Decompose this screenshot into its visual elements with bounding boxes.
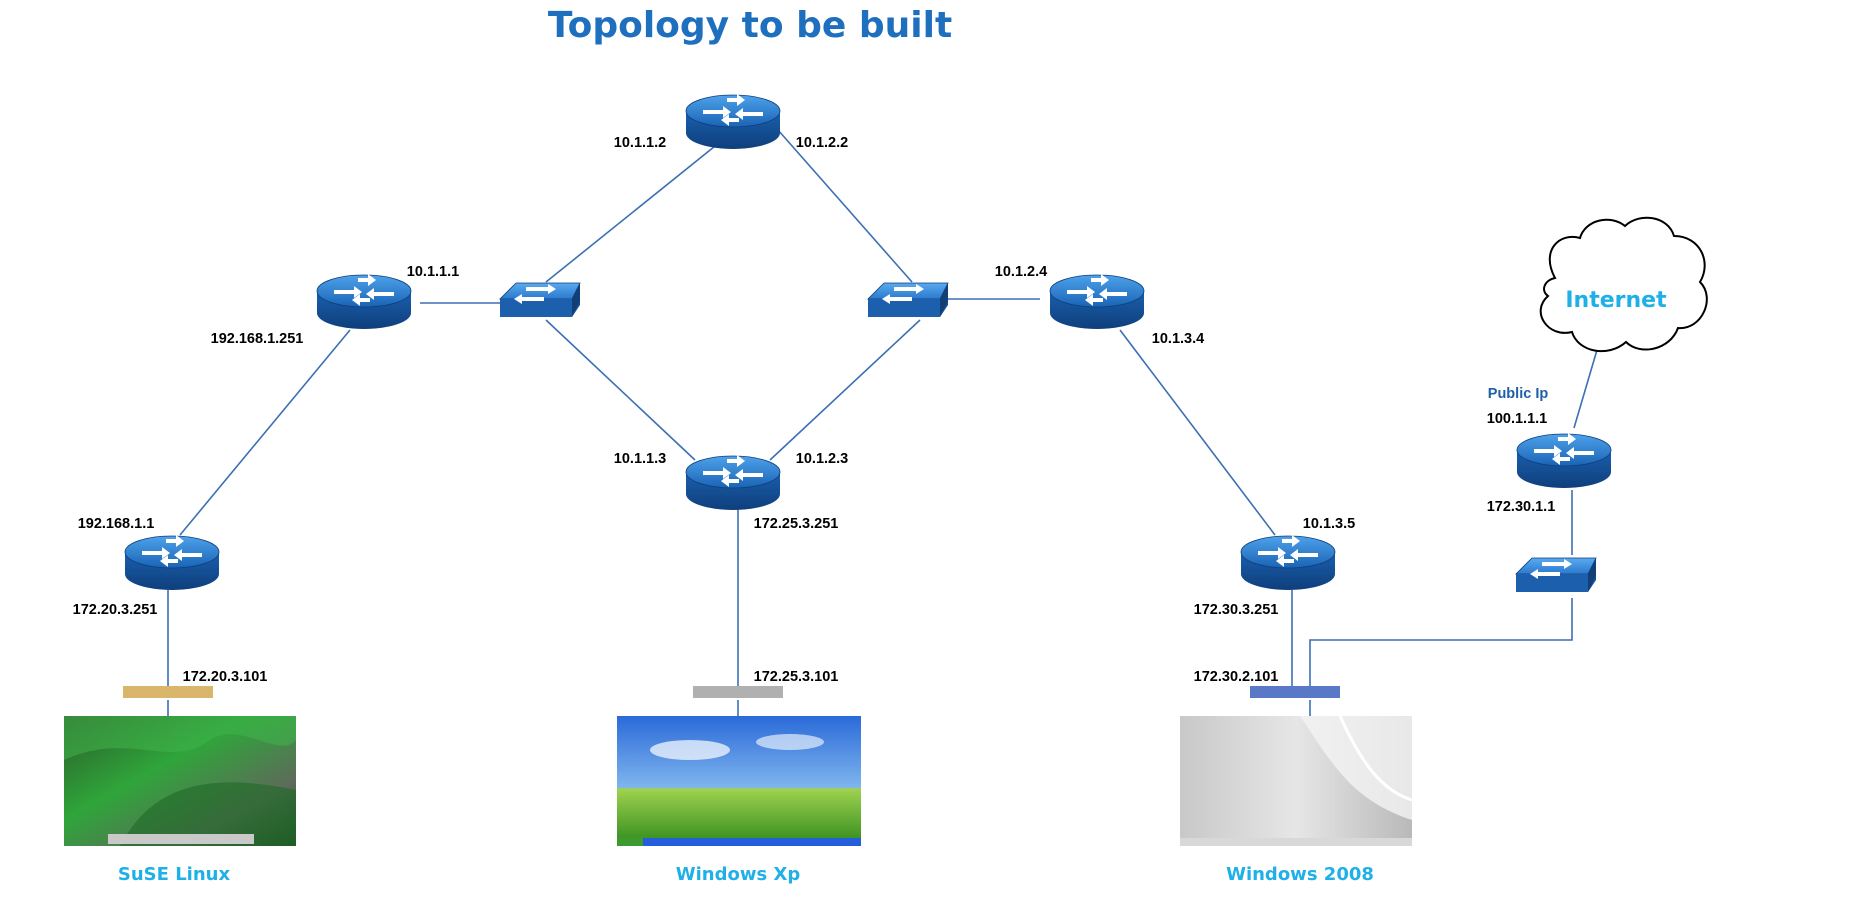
router-icon[interactable] — [685, 454, 781, 511]
ip-label: 172.20.3.101 — [183, 669, 268, 685]
link-top-router-left-switch — [545, 129, 736, 283]
link-left-switch-mid-router — [545, 319, 696, 461]
link-switch-win2008 — [1309, 598, 1573, 688]
router-icon[interactable] — [1516, 432, 1612, 489]
ip-label: 172.30.3.251 — [1194, 602, 1279, 618]
nic-card-icon — [693, 686, 783, 698]
nic-card-icon — [123, 686, 213, 698]
host-caption-suse: SuSE Linux — [118, 864, 231, 885]
ip-label: 192.168.1.1 — [78, 516, 155, 532]
cloud-label: Internet — [1565, 288, 1667, 313]
link-right-switch-mid-router — [769, 319, 921, 461]
desktop-screenshot-icon[interactable] — [1180, 715, 1413, 846]
public-ip-label: Public Ip — [1488, 386, 1549, 402]
router-icon[interactable] — [685, 93, 781, 150]
link-top-router-right-switch — [777, 129, 913, 283]
nic-card-icon — [1250, 686, 1340, 698]
desktop-screenshot-icon[interactable] — [64, 716, 296, 846]
switch-icon[interactable] — [867, 282, 949, 318]
router-icon[interactable] — [316, 273, 412, 330]
switch-icon[interactable] — [499, 282, 581, 318]
ip-label: 10.1.1.2 — [614, 135, 666, 151]
ip-label: 10.1.2.2 — [796, 135, 848, 151]
ip-label: 172.25.3.251 — [754, 516, 839, 532]
desktop-screenshot-icon[interactable] — [617, 716, 861, 846]
ip-label: 10.1.3.5 — [1303, 516, 1355, 532]
router-icon[interactable] — [1240, 534, 1336, 591]
ip-label: 172.20.3.251 — [73, 602, 158, 618]
ip-labels: 10.1.1.2 10.1.2.2 10.1.1.1 192.168.1.251… — [73, 135, 1556, 685]
ip-label: 10.1.2.4 — [995, 264, 1047, 280]
switch-icon[interactable] — [1515, 557, 1597, 593]
ip-label: 172.25.3.101 — [754, 669, 839, 685]
ip-label: 100.1.1.1 — [1487, 411, 1547, 427]
network-links — [167, 129, 1598, 716]
ip-label: 192.168.1.251 — [211, 331, 304, 347]
router-icon[interactable] — [124, 534, 220, 591]
link-right-router-bottom-right-router — [1119, 329, 1276, 536]
ip-label: 10.1.2.3 — [796, 451, 848, 467]
host-caption-xp: Windows Xp — [676, 864, 801, 885]
ip-label: 10.1.3.4 — [1152, 331, 1204, 347]
ip-label: 172.30.1.1 — [1487, 499, 1556, 515]
ip-label: 10.1.1.1 — [407, 264, 459, 280]
page-title: Topology to be built — [548, 5, 952, 46]
link-left-router-bottom-left-router — [179, 329, 351, 536]
link-inet-router-cloud — [1573, 349, 1598, 429]
router-icon[interactable] — [1049, 273, 1145, 330]
ip-label: 172.30.2.101 — [1194, 669, 1279, 685]
host-caption-win2008: Windows 2008 — [1226, 864, 1374, 885]
cloud-icon: Internet — [1539, 216, 1708, 352]
ip-label: 10.1.1.3 — [614, 451, 666, 467]
